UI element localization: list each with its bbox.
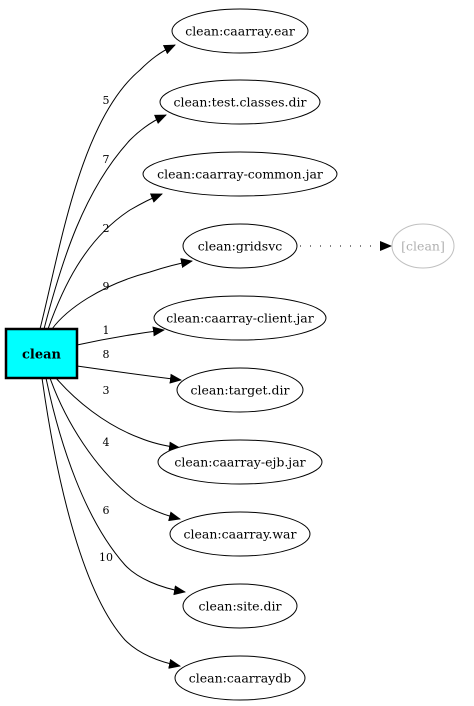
root-node[interactable]: clean bbox=[4, 327, 79, 380]
root-node-box bbox=[4, 327, 79, 380]
target-node-label: clean:caarray.war bbox=[184, 527, 297, 542]
target-node-label: clean:target.dir bbox=[191, 383, 290, 398]
external-node-label: [clean] bbox=[401, 239, 445, 254]
edge-order-label-site: 6 bbox=[103, 504, 110, 517]
target-node-target[interactable]: clean:target.dir bbox=[176, 367, 304, 413]
target-node-shape bbox=[182, 583, 298, 629]
edge-order-label-db: 10 bbox=[99, 551, 113, 564]
edge-order-label-testclasses: 7 bbox=[103, 153, 110, 166]
target-node-ear[interactable]: clean:caarray.ear bbox=[171, 8, 309, 54]
edge-root-to-common bbox=[47, 193, 163, 330]
target-node-common[interactable]: clean:caarray-common.jar bbox=[142, 151, 338, 197]
target-node-shape bbox=[176, 367, 304, 413]
external-node[interactable]: [clean] bbox=[391, 223, 455, 269]
target-node-shape bbox=[142, 151, 338, 197]
target-node-site[interactable]: clean:site.dir bbox=[182, 583, 298, 629]
nodes-layer: clean:caarray.ear clean:test.classes.dir c… bbox=[4, 8, 455, 701]
target-node-label: clean:caarraydb bbox=[189, 671, 291, 686]
target-node-shape bbox=[159, 79, 321, 125]
target-node-label: clean:gridsvc bbox=[198, 239, 283, 254]
target-node-testclasses[interactable]: clean:test.classes.dir bbox=[159, 79, 321, 125]
edge-root-to-testclasses bbox=[43, 114, 167, 330]
target-node-label: clean:caarray.ear bbox=[185, 24, 295, 39]
target-node-shape bbox=[169, 511, 311, 557]
target-node-shape bbox=[153, 295, 327, 341]
edge-root-to-client bbox=[76, 326, 165, 346]
edge-order-label-gridsvc: 9 bbox=[103, 280, 110, 293]
target-node-label: clean:site.dir bbox=[199, 599, 282, 614]
edge-order-label-ejb: 3 bbox=[103, 384, 110, 397]
target-node-label: clean:test.classes.dir bbox=[174, 95, 307, 110]
edge-order-label-common: 2 bbox=[103, 222, 110, 235]
edge-root-to-ejb bbox=[55, 377, 181, 452]
edge-root-to-target bbox=[76, 365, 182, 384]
edge-order-label-war: 4 bbox=[103, 436, 110, 449]
external-node-shape bbox=[391, 223, 455, 269]
target-node-label: clean:caarray-ejb.jar bbox=[174, 455, 305, 470]
target-node-shape bbox=[157, 439, 323, 485]
edge-root-to-ear bbox=[39, 44, 176, 330]
target-node-client[interactable]: clean:caarray-client.jar bbox=[153, 295, 327, 341]
target-node-shape bbox=[174, 655, 306, 701]
edges-layer: 5 7 2 9 1 8 3 4 6 10 bbox=[39, 44, 392, 669]
target-node-db[interactable]: clean:caarraydb bbox=[174, 655, 306, 701]
target-node-ejb[interactable]: clean:caarray-ejb.jar bbox=[157, 439, 323, 485]
edge-order-label-client: 1 bbox=[103, 324, 110, 337]
edge-order-label-ear: 5 bbox=[103, 94, 110, 107]
edge-root-to-war bbox=[49, 377, 181, 522]
target-node-shape bbox=[171, 8, 309, 54]
edge-order-label-target: 8 bbox=[103, 348, 110, 361]
target-node-shape bbox=[182, 223, 298, 269]
edge-root-to-site bbox=[45, 377, 186, 596]
edge-root-to-gridsvc bbox=[51, 258, 193, 330]
edge-root-to-db bbox=[41, 377, 181, 669]
target-node-label: clean:caarray-common.jar bbox=[157, 167, 323, 182]
target-node-gridsvc[interactable]: clean:gridsvc bbox=[182, 223, 298, 269]
target-node-label: clean:caarray-client.jar bbox=[166, 311, 313, 326]
root-node-label: clean bbox=[22, 348, 62, 363]
target-node-war[interactable]: clean:caarray.war bbox=[169, 511, 311, 557]
